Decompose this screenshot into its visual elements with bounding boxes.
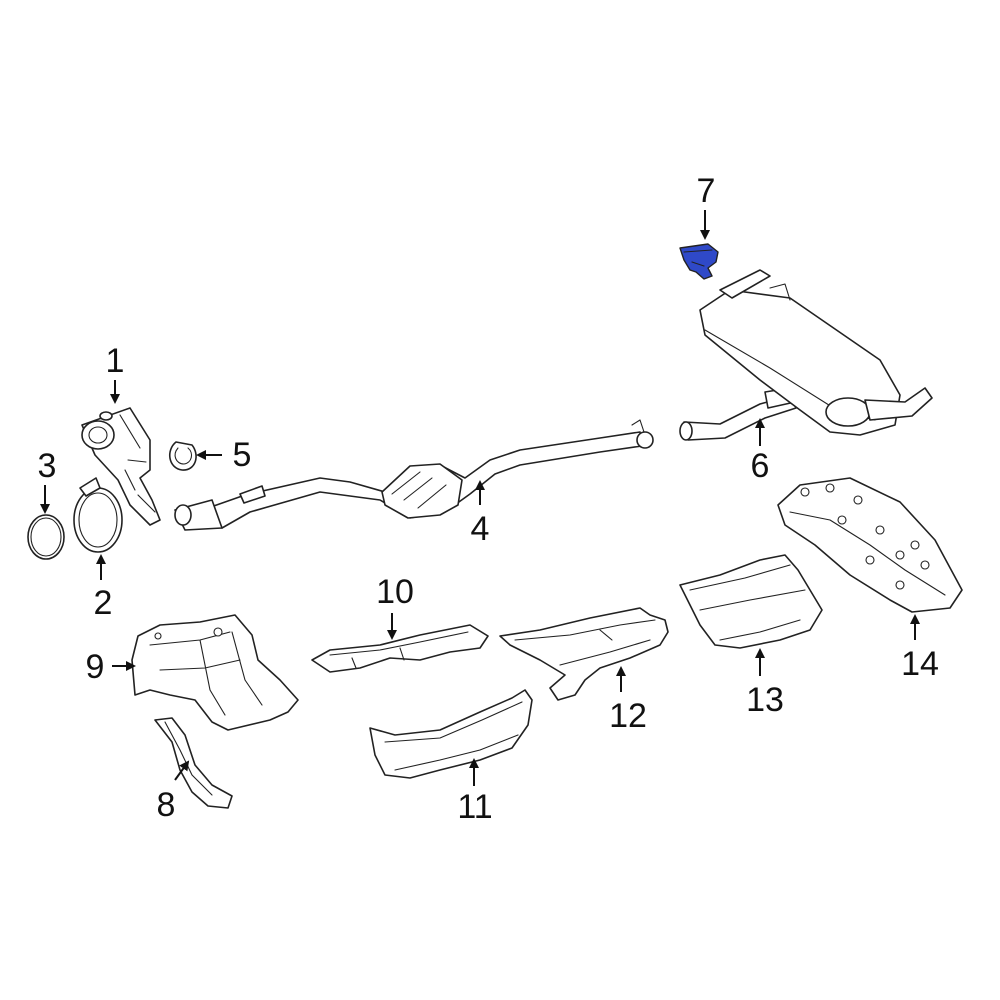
callout-9: 9: [86, 648, 105, 686]
part-5-spring-clamp: [169, 441, 197, 471]
callout-14: 14: [901, 645, 939, 683]
callout-2: 2: [94, 584, 113, 622]
part-3-gasket-ring: [27, 514, 65, 560]
arrow-8: [174, 760, 190, 781]
callout-7: 7: [697, 172, 716, 210]
callout-3: 3: [38, 447, 57, 485]
callout-12: 12: [609, 697, 647, 735]
callout-6: 6: [751, 447, 770, 485]
part-13-heat-shield: [679, 554, 823, 649]
callout-8: 8: [157, 786, 176, 824]
part-7-bracket-highlighted: [679, 243, 719, 280]
callout-10: 10: [376, 573, 414, 611]
part-4-intermediate-pipe: [174, 419, 654, 531]
callout-4: 4: [471, 510, 490, 548]
rear-muffler: [699, 269, 933, 436]
part-6-tail-pipe: [679, 387, 797, 441]
callout-numbers: 1 2 3 4 5 6 7 8 9 10 11 12 13 14: [38, 172, 939, 826]
callout-11: 11: [457, 788, 492, 826]
part-10-heat-shield: [311, 624, 489, 673]
part-9-heat-shield: [131, 614, 299, 731]
part-1-catalytic-converter: [81, 407, 161, 526]
callout-13: 13: [746, 681, 784, 719]
part-11-heat-shield: [369, 689, 533, 779]
part-12-heat-shield: [499, 607, 669, 701]
part-14-heat-shield: [777, 477, 963, 613]
part-2-clamp: [73, 477, 123, 553]
callout-1: 1: [106, 342, 125, 380]
callout-5: 5: [233, 436, 252, 474]
leader-arrows: [40, 210, 920, 786]
